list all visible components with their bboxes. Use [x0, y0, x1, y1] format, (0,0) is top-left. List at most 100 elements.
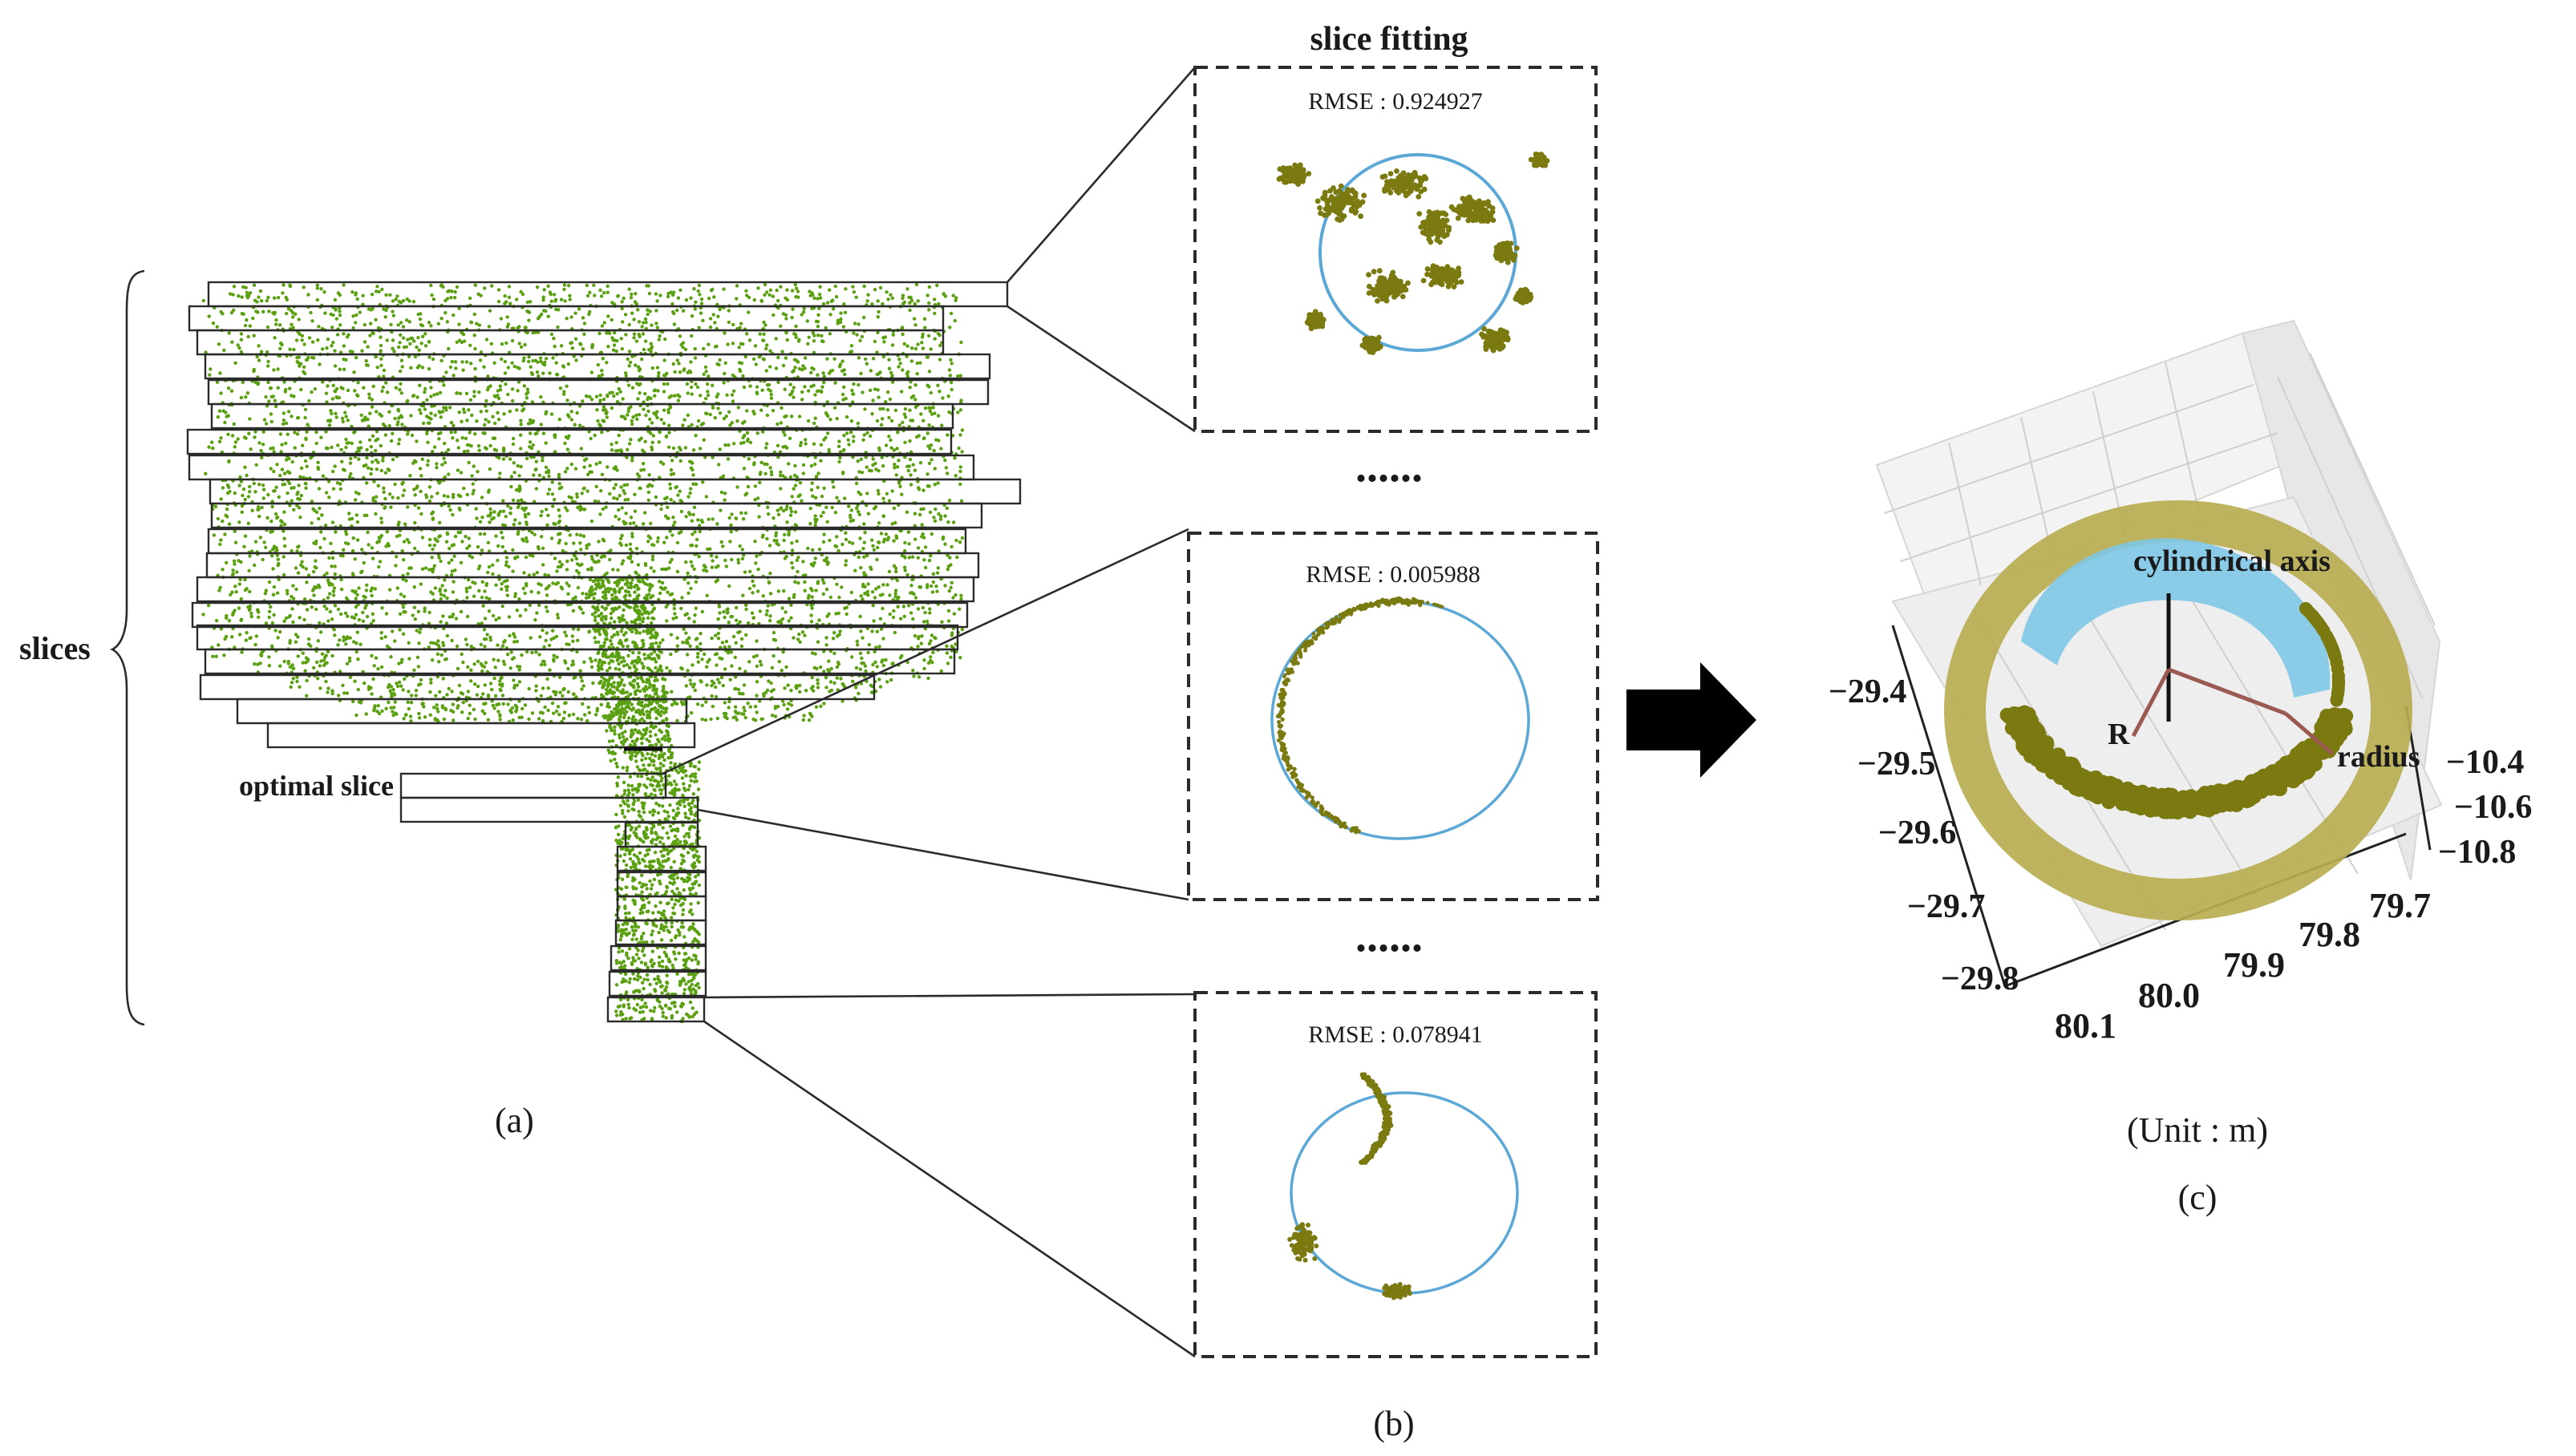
foliage-point — [925, 484, 930, 488]
foliage-point — [881, 606, 885, 611]
foliage-point — [480, 548, 484, 552]
foliage-point — [284, 441, 288, 446]
foliage-point — [558, 690, 562, 694]
foliage-point — [816, 640, 820, 644]
foliage-point — [726, 342, 730, 346]
foliage-point — [608, 491, 612, 496]
foliage-point — [475, 516, 479, 520]
foliage-point — [832, 307, 836, 311]
foliage-point — [695, 702, 700, 706]
foliage-point — [731, 322, 735, 327]
foliage-point — [389, 439, 394, 443]
foliage-point — [562, 710, 567, 714]
foliage-point — [325, 346, 329, 350]
foliage-point — [908, 386, 912, 390]
foliage-point — [546, 491, 550, 496]
foliage-point — [448, 508, 452, 512]
foliage-point — [272, 450, 276, 454]
foliage-point — [922, 658, 926, 662]
foliage-point — [599, 489, 603, 493]
foliage-point — [332, 586, 337, 590]
foliage-point — [277, 323, 282, 327]
foliage-point — [865, 589, 870, 594]
foliage-point — [237, 346, 241, 350]
foliage-point — [470, 474, 474, 478]
foliage-point — [783, 686, 787, 690]
foliage-point — [296, 571, 301, 575]
foliage-point — [433, 586, 438, 590]
foliage-point — [954, 474, 958, 478]
foliage-point — [356, 657, 360, 661]
foliage-point — [484, 418, 488, 422]
foliage-point — [812, 339, 816, 343]
foliage-point — [552, 653, 556, 657]
foliage-point — [650, 323, 654, 327]
foliage-point — [669, 498, 673, 502]
foliage-point — [237, 294, 241, 298]
foliage-point — [873, 339, 877, 344]
foliage-point — [788, 382, 792, 386]
foliage-point — [282, 380, 286, 384]
foliage-point — [894, 473, 898, 477]
foliage-point — [503, 359, 507, 364]
foliage-point — [527, 686, 531, 691]
foliage-point — [901, 296, 905, 301]
foliage-point — [389, 322, 393, 327]
foliage-point — [452, 423, 456, 427]
foliage-point — [333, 604, 338, 608]
foliage-point — [512, 471, 516, 475]
foliage-point — [752, 584, 756, 588]
foliage-point — [581, 399, 585, 403]
foliage-point — [266, 295, 270, 300]
foliage-point — [286, 432, 290, 436]
foliage-point — [958, 408, 963, 412]
foliage-point — [784, 331, 788, 335]
foliage-point — [543, 572, 547, 577]
foliage-point — [828, 680, 833, 684]
foliage-point — [344, 415, 348, 419]
foliage-point — [547, 584, 551, 588]
foliage-point — [339, 577, 343, 582]
foliage-point — [578, 669, 582, 673]
foliage-point — [395, 681, 399, 686]
foliage-point — [565, 581, 569, 585]
foliage-point — [375, 366, 379, 370]
foliage-point — [374, 458, 379, 462]
foliage-point — [501, 499, 505, 503]
foliage-point — [627, 287, 631, 291]
foliage-point — [457, 683, 462, 688]
foliage-point — [776, 355, 780, 360]
foliage-point — [576, 638, 580, 642]
foliage-point — [716, 564, 720, 568]
foliage-point — [911, 617, 915, 621]
foliage-point — [816, 297, 820, 301]
foliage-point — [529, 371, 534, 375]
foliage-point — [849, 590, 854, 595]
foliage-point — [551, 356, 555, 360]
foliage-point — [648, 536, 653, 540]
foliage-point — [304, 436, 308, 440]
foliage-point — [634, 413, 638, 418]
foliage-point — [462, 450, 467, 454]
foliage-point — [837, 595, 841, 600]
foliage-point — [487, 490, 491, 494]
foliage-point — [519, 289, 523, 294]
foliage-point — [496, 418, 501, 422]
foliage-point — [648, 417, 652, 422]
foliage-point — [719, 675, 724, 680]
foliage-point — [353, 679, 357, 683]
foliage-point — [913, 383, 917, 387]
foliage-point — [662, 408, 666, 412]
foliage-point — [688, 678, 692, 682]
foliage-point — [806, 546, 810, 551]
foliage-point — [319, 659, 323, 663]
foliage-point — [227, 331, 231, 335]
foliage-point — [267, 615, 271, 620]
foliage-point — [593, 713, 598, 717]
foliage-point — [947, 410, 951, 415]
foliage-point — [257, 344, 261, 348]
foliage-point — [579, 342, 583, 346]
foliage-point — [617, 386, 621, 391]
foliage-point — [577, 307, 581, 311]
foliage-point — [480, 595, 484, 600]
